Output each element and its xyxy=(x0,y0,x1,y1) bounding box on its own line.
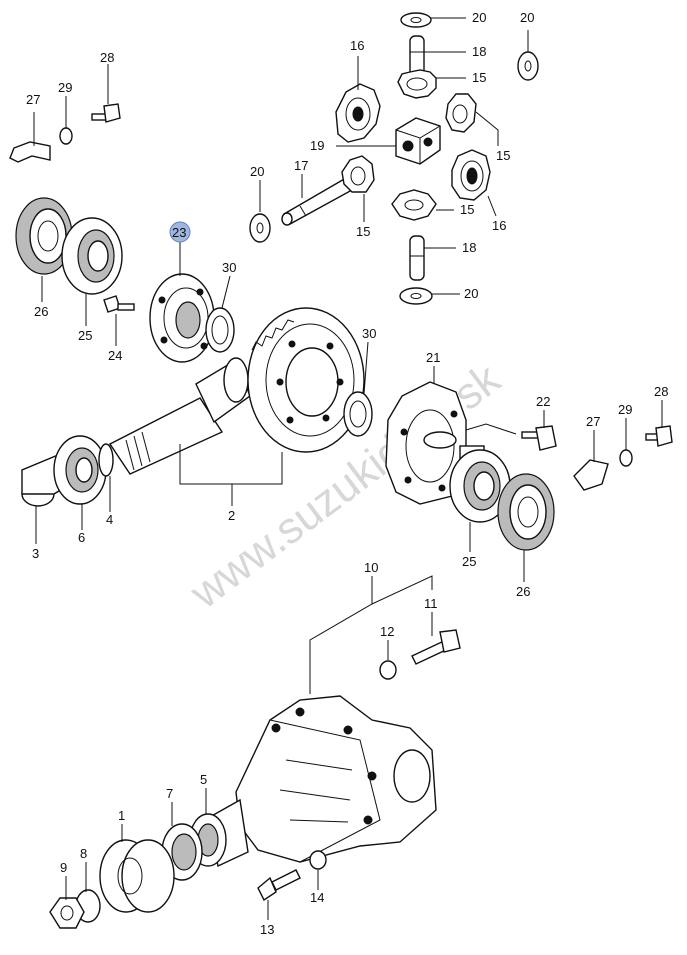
callout-3: 3 xyxy=(32,546,39,561)
callout-6: 6 xyxy=(78,530,85,545)
callout-17: 17 xyxy=(294,158,308,173)
callout-26: 26 xyxy=(34,304,48,319)
callout-27: 27 xyxy=(26,92,40,107)
ring-gear-and-pinion xyxy=(108,307,373,506)
callout-15: 15 xyxy=(460,202,474,217)
callout-23[interactable]: 23 xyxy=(172,225,186,240)
callout-13: 13 xyxy=(260,922,274,937)
callout-20: 20 xyxy=(250,164,264,179)
callout-18: 18 xyxy=(472,44,486,59)
callout-15: 15 xyxy=(472,70,486,85)
callout-26: 26 xyxy=(516,584,530,599)
callout-labels: 20 18 15 20 16 19 15 17 20 15 15 16 18 2… xyxy=(26,10,668,937)
callout-4: 4 xyxy=(106,512,113,527)
left-bearing-group xyxy=(9,103,135,313)
callout-19: 19 xyxy=(310,138,324,153)
leader-lines xyxy=(35,17,663,920)
callout-5: 5 xyxy=(200,772,207,787)
callout-24: 24 xyxy=(108,348,122,363)
callout-12: 12 xyxy=(380,624,394,639)
callout-8: 8 xyxy=(80,846,87,861)
callout-30: 30 xyxy=(222,260,236,275)
callout-29: 29 xyxy=(58,80,72,95)
callout-30: 30 xyxy=(362,326,376,341)
pinion-bearing-group xyxy=(21,435,114,507)
callout-18: 18 xyxy=(462,240,476,255)
callout-2: 2 xyxy=(228,508,235,523)
callout-20: 20 xyxy=(472,10,486,25)
callout-21: 21 xyxy=(426,350,440,365)
callout-16: 16 xyxy=(350,38,364,53)
callout-25: 25 xyxy=(78,328,92,343)
callout-20: 20 xyxy=(520,10,534,25)
callout-16: 16 xyxy=(492,218,506,233)
callout-1: 1 xyxy=(118,808,125,823)
callout-15: 15 xyxy=(496,148,510,163)
callout-22: 22 xyxy=(536,394,550,409)
differential-case-group xyxy=(385,381,673,551)
differential-carrier-housing xyxy=(49,575,461,929)
bearing-retainer-23 xyxy=(149,273,235,363)
differential-pinion-gears xyxy=(249,12,539,305)
callout-29: 29 xyxy=(618,402,632,417)
callout-23-highlight xyxy=(169,221,191,243)
callout-9: 9 xyxy=(60,860,67,875)
callout-28: 28 xyxy=(100,50,114,65)
callout-25: 25 xyxy=(462,554,476,569)
callout-11: 11 xyxy=(424,596,438,611)
callout-10: 10 xyxy=(364,560,378,575)
callout-14: 14 xyxy=(310,890,324,905)
callout-7: 7 xyxy=(166,786,173,801)
callout-28: 28 xyxy=(654,384,668,399)
callout-15: 15 xyxy=(356,224,370,239)
callout-27: 27 xyxy=(586,414,600,429)
callout-20: 20 xyxy=(464,286,478,301)
